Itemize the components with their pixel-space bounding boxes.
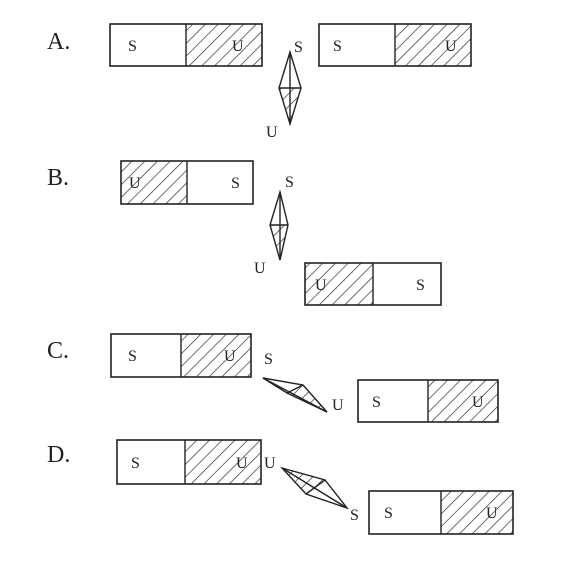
option-c-magnet-left: S U	[110, 333, 252, 378]
option-b-label: B.	[47, 165, 69, 191]
pole-label: S	[131, 455, 140, 472]
option-a-label: A.	[47, 29, 70, 55]
option-d-magnet-left: S U	[116, 439, 262, 485]
needle-pole-label: S	[285, 174, 294, 191]
needle-hatched-half	[270, 225, 288, 260]
needle-pole-label: U	[254, 260, 266, 277]
option-d-label: D.	[47, 442, 70, 468]
compass-needle-icon	[278, 49, 302, 127]
compass-needle-icon	[279, 466, 350, 510]
hatched-half	[305, 263, 373, 305]
needle-hatched-half	[287, 385, 327, 412]
pole-label: U	[445, 38, 457, 55]
option-b-magnet-left: U S	[120, 160, 254, 205]
pole-label: S	[384, 505, 393, 522]
needle-center-line	[305, 479, 326, 495]
needle-pole-label: U	[266, 124, 278, 141]
pole-label: S	[128, 38, 137, 55]
needle-axis	[262, 377, 328, 413]
hatched-half	[185, 440, 261, 484]
pole-label: U	[129, 175, 141, 192]
option-c-magnet-right: S U	[357, 379, 499, 423]
hatched-half	[186, 24, 262, 66]
needle-pole-label: S	[294, 39, 303, 56]
option-a-magnet-left: S U	[109, 23, 263, 67]
option-c: C. S U S U S U	[47, 333, 499, 423]
option-b: B. U S U S S U	[47, 160, 442, 306]
magnet-body	[116, 439, 262, 485]
pole-label: S	[333, 38, 342, 55]
pole-label: U	[232, 38, 244, 55]
hatched-half	[395, 24, 471, 66]
option-d: D. S U S U U S	[47, 439, 514, 535]
option-b-magnet-right: U S	[304, 262, 442, 306]
pole-label: S	[372, 394, 381, 411]
pole-label: U	[236, 455, 248, 472]
pole-label: S	[128, 348, 137, 365]
hatched-half	[428, 380, 498, 422]
pole-label: U	[472, 394, 484, 411]
pole-label: S	[231, 175, 240, 192]
hatched-half	[441, 491, 513, 534]
compass-needle-icon	[262, 377, 328, 413]
option-a: A. S U S U S U	[47, 23, 472, 141]
pole-label: S	[416, 277, 425, 294]
compass-needle-icon	[269, 189, 289, 261]
needle-pole-label: S	[350, 507, 359, 524]
needle-pole-label: U	[332, 397, 344, 414]
hatched-half	[121, 161, 187, 204]
pole-label: U	[486, 505, 498, 522]
pole-label: U	[224, 348, 236, 365]
option-c-label: C.	[47, 338, 69, 364]
option-d-magnet-right: S U	[368, 490, 514, 535]
pole-label: U	[315, 277, 327, 294]
needle-pole-label: U	[264, 455, 276, 472]
option-a-magnet-right: S U	[318, 23, 472, 67]
needle-pole-label: S	[264, 351, 273, 368]
needle-axis	[281, 467, 348, 509]
hatched-half	[181, 334, 251, 377]
